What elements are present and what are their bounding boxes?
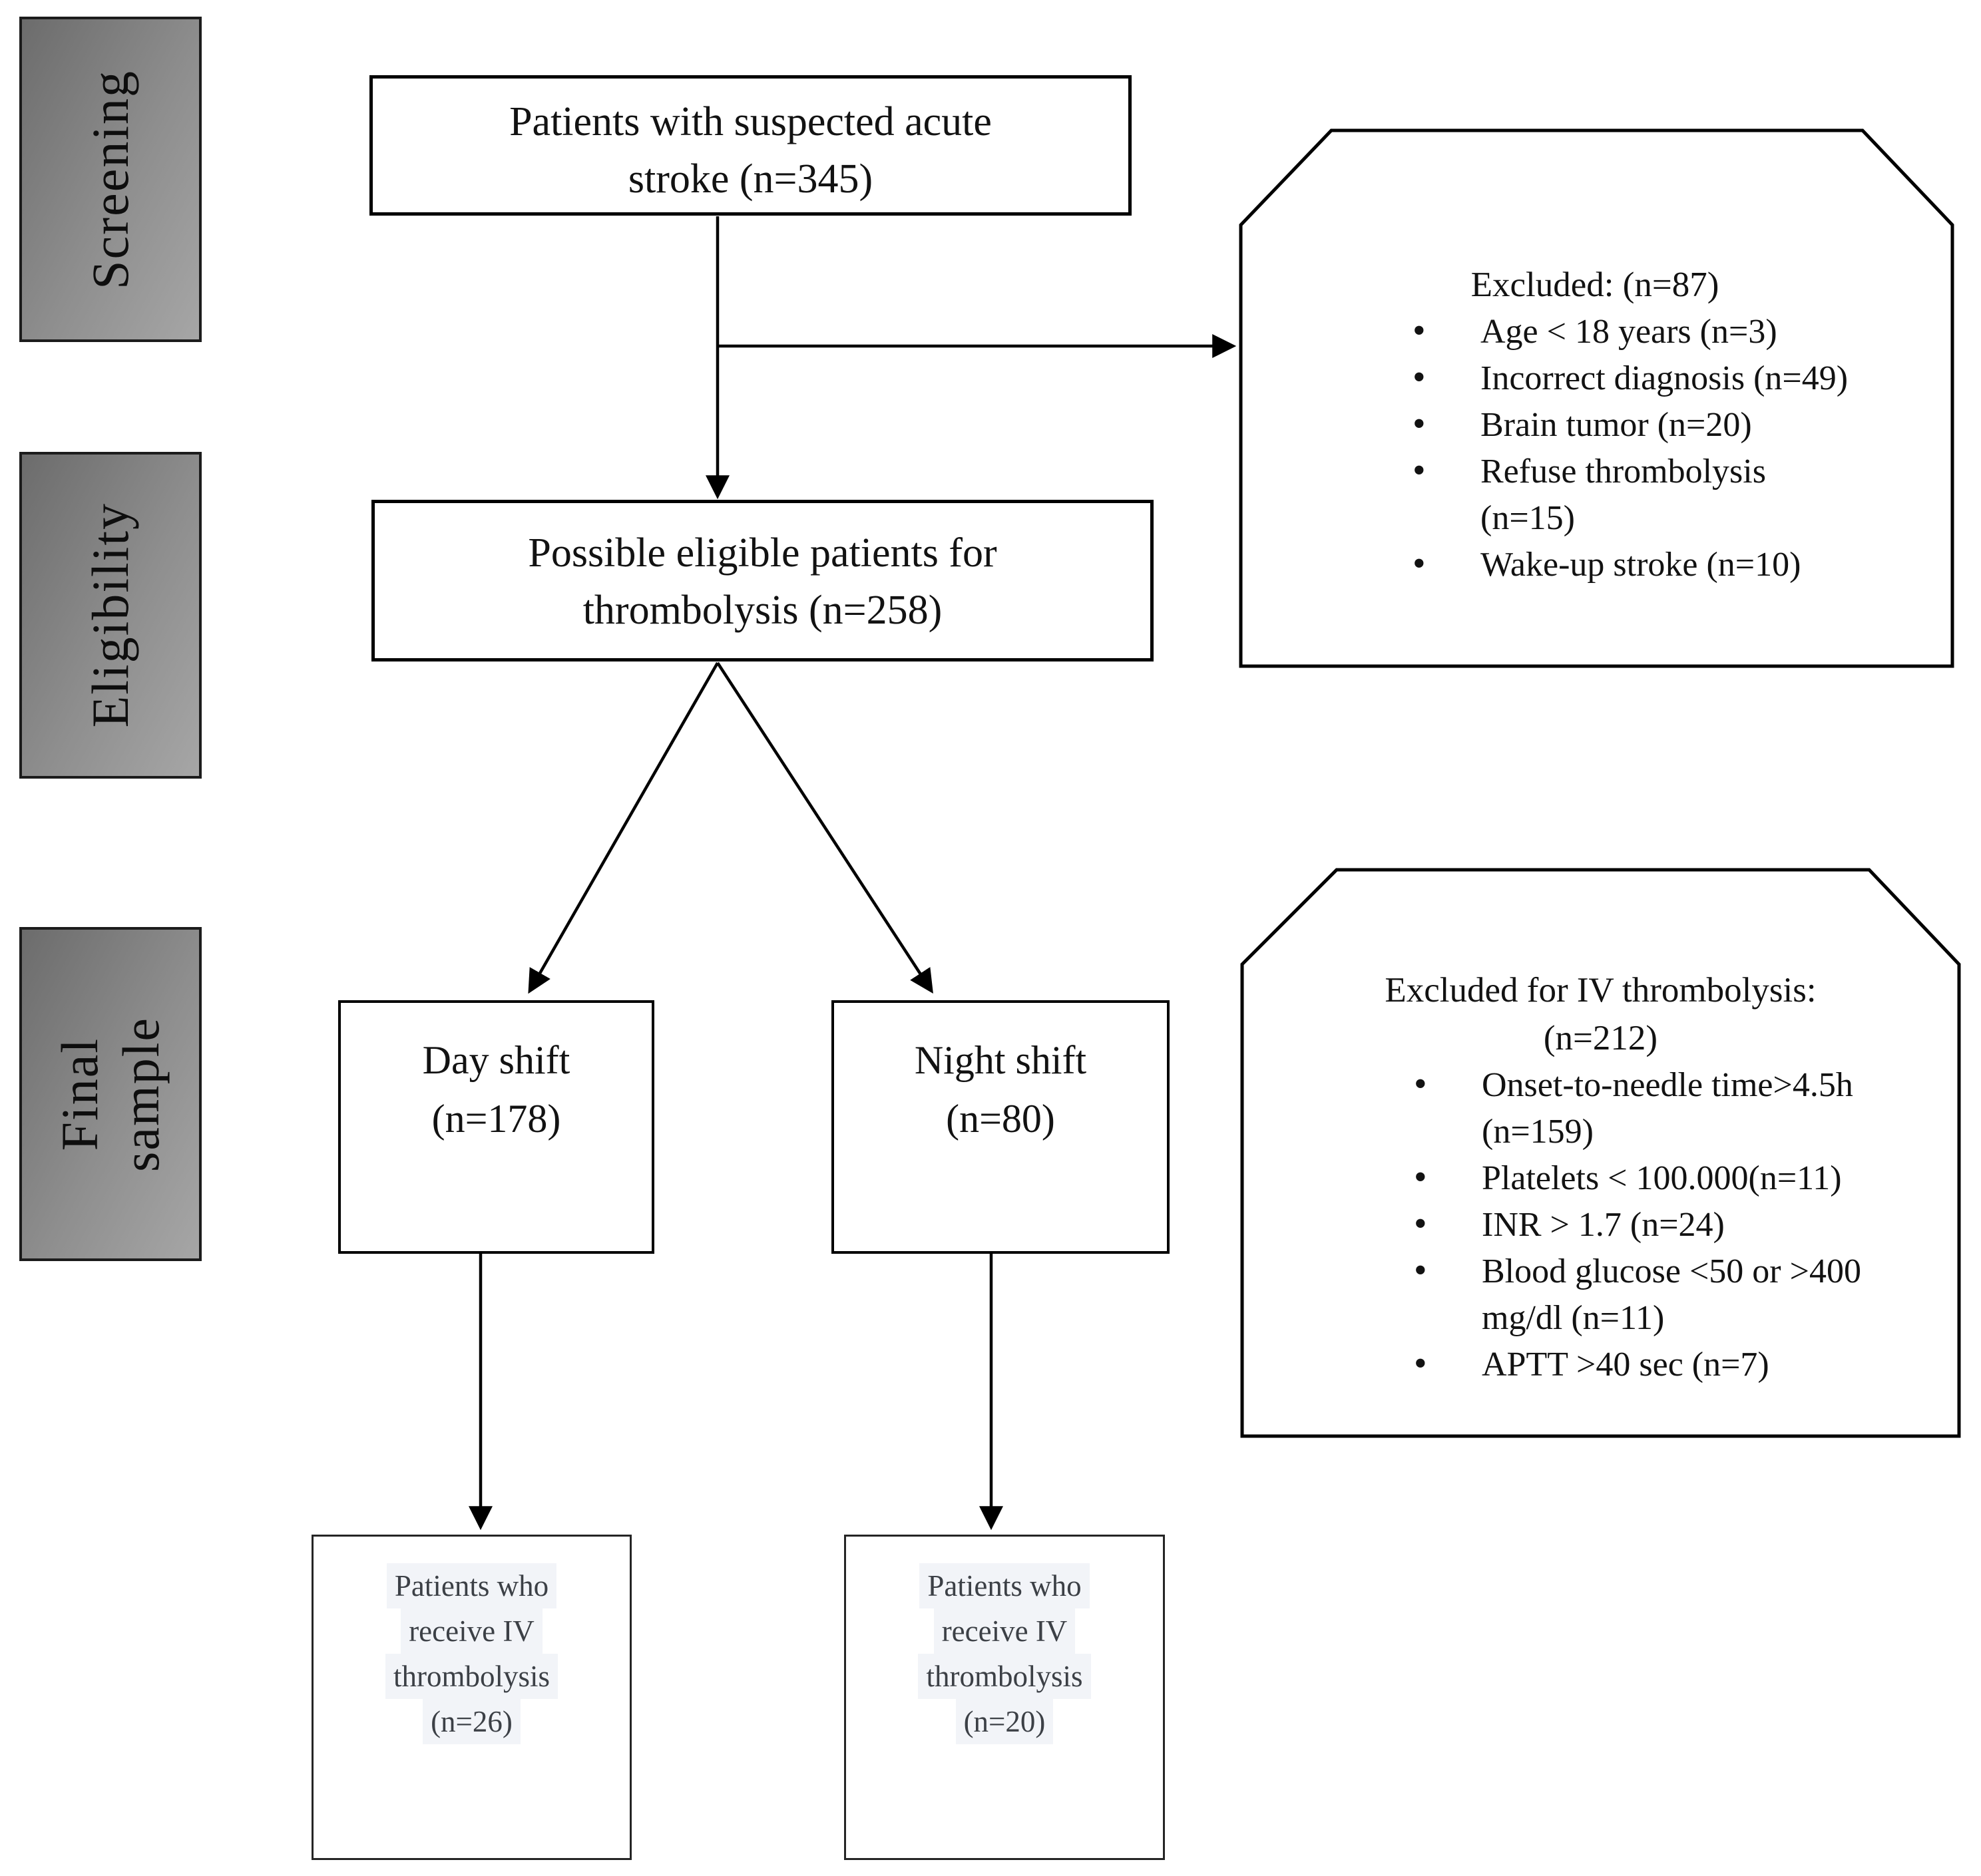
excluded-iv-item-onset-line-2: (n=159) — [1482, 1113, 1594, 1151]
stage-label-final-text: Final — [51, 1037, 109, 1151]
excluded-iv-item-platelets-text: Platelets < 100.000(n=11) — [1482, 1159, 1842, 1197]
excluded-iv-item-onset-line-1: Onset-to-needle time>4.5h — [1482, 1066, 1853, 1104]
excluded-item-incorrect-diagnosis: Incorrect diagnosis (n=49) — [1413, 354, 1944, 402]
excluded-item-wake-up-text: Wake-up stroke (n=10) — [1480, 546, 1801, 584]
excluded-item-age-text: Age < 18 years (n=3) — [1480, 313, 1777, 351]
night-receive-line-1: Patients who — [919, 1563, 1090, 1608]
box-eligible-line-1: Possible eligible patients for — [528, 530, 997, 576]
excluded-iv-item-aptt: APTT >40 sec (n=7) — [1414, 1340, 1954, 1388]
night-receive-line-3: thrombolysis — [918, 1654, 1091, 1699]
excluded-item-refuse-thrombolysis: Refuse thrombolysis (n=15) — [1413, 447, 1944, 542]
day-receive-line-3: thrombolysis — [385, 1654, 558, 1699]
excluded-iv-item-glucose: Blood glucose <50 or >400 mg/dl (n=11) — [1414, 1247, 1954, 1342]
box-day-title: Day shift — [422, 1038, 570, 1082]
day-receive-line-4: (n=26) — [423, 1699, 521, 1744]
excluded-iv-item-platelets: Platelets < 100.000(n=11) — [1414, 1154, 1954, 1202]
stage-label-screening-text: Screening — [81, 69, 140, 289]
excluded-iv-count: (n=212) — [1543, 1019, 1658, 1057]
excluded-item-incorrect-diagnosis-text: Incorrect diagnosis (n=49) — [1480, 359, 1849, 397]
stage-label-screening: Screening — [19, 17, 202, 342]
excluded-iv-item-glucose-line-1: Blood glucose <50 or >400 — [1482, 1252, 1861, 1290]
excluded-iv-item-inr-text: INR > 1.7 (n=24) — [1482, 1206, 1725, 1244]
box-suspected-stroke: Patients with suspected acute stroke (n=… — [369, 75, 1132, 216]
night-receive-line-4: (n=20) — [955, 1699, 1054, 1744]
stage-label-final-sample: Final sample — [19, 927, 202, 1261]
day-receive-line-1: Patients who — [386, 1563, 557, 1608]
excluded-screening-list: Age < 18 years (n=3) Incorrect diagnosis… — [1413, 307, 1944, 588]
box-night-title: Night shift — [914, 1038, 1087, 1082]
excluded-iv-title: Excluded for IV thrombolysis: — [1385, 971, 1817, 1010]
box-eligible-line-2: thrombolysis (n=258) — [582, 588, 943, 633]
excluded-screening-box: Excluded: (n=87) Age < 18 years (n=3) In… — [1246, 261, 1944, 588]
excluded-iv-item-inr: INR > 1.7 (n=24) — [1414, 1201, 1954, 1248]
night-receive-line-2: receive IV — [933, 1608, 1076, 1654]
box-suspected-line-1: Patients with suspected acute — [509, 99, 992, 144]
box-eligible-patients: Possible eligible patients for thromboly… — [371, 500, 1154, 661]
excluded-screening-title: Excluded: (n=87) — [1470, 266, 1719, 304]
excluded-item-refuse-line-1: Refuse thrombolysis — [1480, 453, 1766, 490]
excluded-iv-item-aptt-text: APTT >40 sec (n=7) — [1482, 1346, 1769, 1384]
excluded-iv-item-glucose-line-2: mg/dl (n=11) — [1482, 1299, 1665, 1337]
stage-label-eligibility: Eligibility — [19, 452, 202, 779]
excluded-item-age: Age < 18 years (n=3) — [1413, 307, 1944, 355]
arrow-eligible-to-night — [716, 661, 933, 994]
stage-label-eligibility-text: Eligibility — [81, 502, 140, 728]
box-night-shift: Night shift (n=80) — [831, 1000, 1170, 1254]
box-night-receive-iv: Patients who receive IV thrombolysis (n=… — [844, 1535, 1165, 1860]
box-day-receive-iv: Patients who receive IV thrombolysis (n=… — [312, 1535, 632, 1860]
box-day-count: (n=178) — [431, 1097, 561, 1141]
excluded-item-refuse-line-2: (n=15) — [1480, 499, 1575, 537]
day-receive-line-2: receive IV — [401, 1608, 543, 1654]
box-night-count: (n=80) — [946, 1097, 1055, 1141]
excluded-iv-list: Onset-to-needle time>4.5h (n=159) Platel… — [1414, 1061, 1954, 1388]
excluded-item-brain-tumor-text: Brain tumor (n=20) — [1480, 406, 1752, 444]
stage-label-sample-text: sample — [112, 1016, 170, 1172]
excluded-item-brain-tumor: Brain tumor (n=20) — [1413, 401, 1944, 449]
box-day-shift: Day shift (n=178) — [338, 1000, 654, 1254]
excluded-iv-box: Excluded for IV thrombolysis: (n=212) On… — [1247, 966, 1954, 1388]
excluded-item-wake-up-stroke: Wake-up stroke (n=10) — [1413, 540, 1944, 588]
excluded-iv-item-onset: Onset-to-needle time>4.5h (n=159) — [1414, 1061, 1954, 1155]
box-suspected-line-2: stroke (n=345) — [628, 156, 873, 202]
arrow-eligible-to-day — [528, 661, 719, 994]
